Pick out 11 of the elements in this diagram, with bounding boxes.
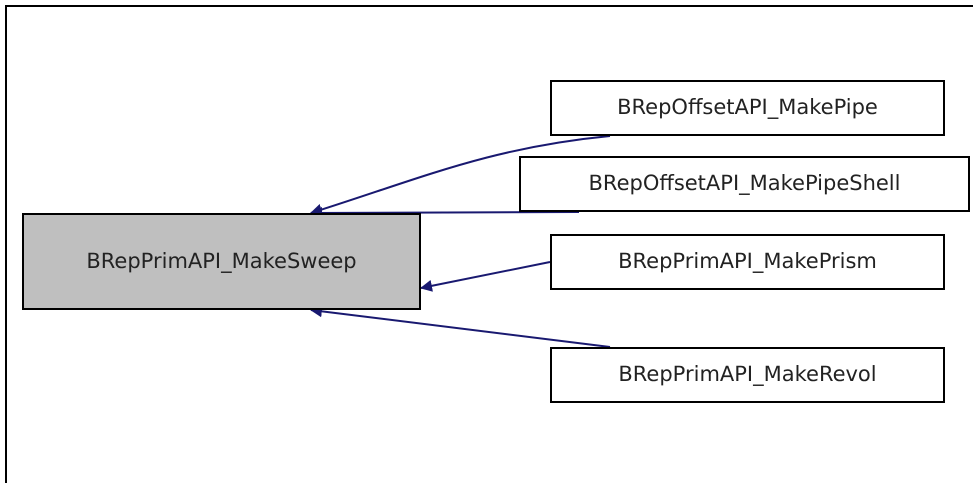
arrow [420,261,550,292]
class-box [550,80,945,136]
class-box [550,347,945,403]
class-name: BRepPrimAPI_MakeRevol [618,361,877,388]
class-box [519,156,970,212]
class-name: BRepOffsetAPI_MakePipeShell [588,170,900,198]
class-name: BRepOffsetAPI_MakePipe [617,94,878,122]
class-name: BRepPrimAPI_MakePrism [618,248,877,276]
class-box [550,234,945,290]
class-name: BRepPrimAPI_MakeSweep [86,248,357,275]
class-box [22,213,421,310]
